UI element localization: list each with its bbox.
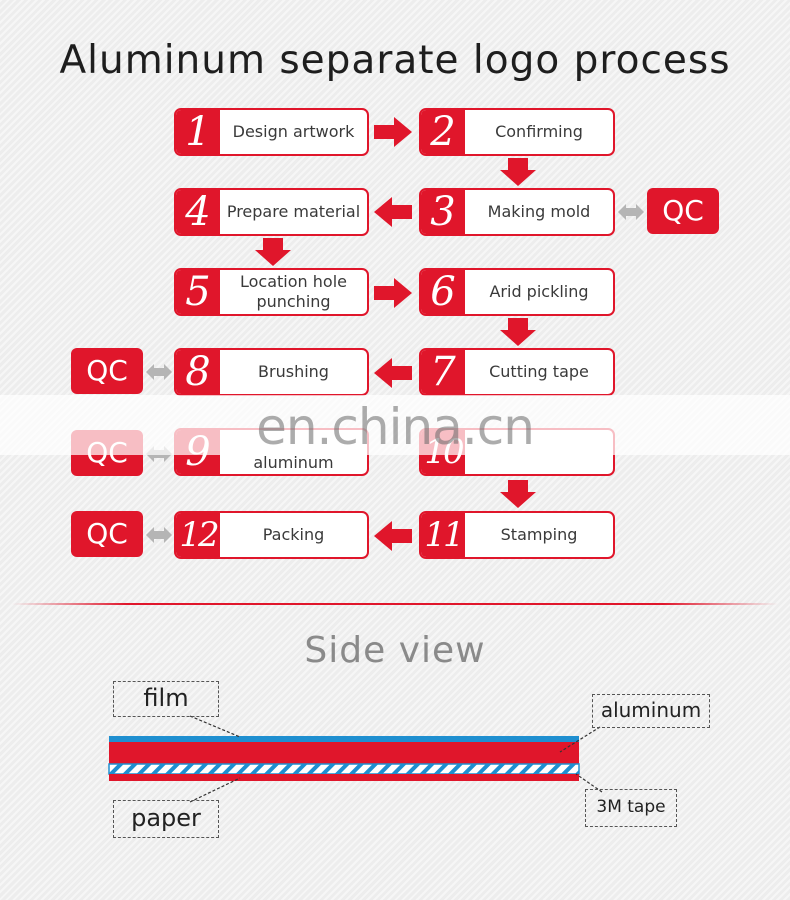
step-label: Brushing <box>258 362 329 381</box>
step-5: 5 Location hole punching <box>174 268 369 316</box>
label-aluminum: aluminum <box>592 694 710 728</box>
aluminum-layer <box>109 742 579 764</box>
step-label: Prepare material <box>226 202 361 221</box>
step-label: Making mold <box>487 202 591 221</box>
step-number: 12 <box>176 513 220 557</box>
step-label: aluminum <box>253 453 334 472</box>
step-label: Cutting tape <box>489 362 589 381</box>
paper-leader <box>189 777 241 803</box>
step-number: 11 <box>421 513 465 557</box>
arrow-left-icon <box>374 358 412 388</box>
step-label: Stamping <box>500 525 578 544</box>
film-layer <box>109 736 579 742</box>
double-arrow-icon <box>618 204 644 220</box>
side-view-title: Side view <box>304 630 486 671</box>
arrow-down-icon <box>500 158 536 186</box>
qc-badge-row4: QC <box>71 348 143 394</box>
step-1: 1 Design artwork <box>174 108 369 156</box>
label-film: film <box>113 681 219 717</box>
step-label: Confirming <box>495 122 583 141</box>
label-3m-tape: 3M tape <box>585 789 677 827</box>
step-3: 3 Making mold <box>419 188 615 236</box>
film-leader <box>189 715 241 738</box>
double-arrow-icon <box>146 527 172 543</box>
watermark-band <box>0 395 790 455</box>
paper-layer <box>109 774 579 781</box>
step-number: 7 <box>421 350 465 394</box>
qc-badge-row6: QC <box>71 511 143 557</box>
arrow-left-icon <box>374 521 412 551</box>
step-label: Design artwork <box>232 122 355 141</box>
page-title: Aluminum separate logo process <box>59 38 731 83</box>
section-divider <box>12 603 778 605</box>
step-8: 8 Brushing <box>174 348 369 396</box>
arrow-down-icon <box>500 480 536 508</box>
watermark: en.china.cn <box>256 398 535 456</box>
tape-layer <box>108 763 580 775</box>
arrow-right-icon <box>374 117 412 147</box>
step-7: 7 Cutting tape <box>419 348 615 396</box>
arrow-left-icon <box>374 197 412 227</box>
label-paper: paper <box>113 800 219 838</box>
arrow-down-icon <box>255 238 291 266</box>
double-arrow-icon <box>146 364 172 380</box>
arrow-right-icon <box>374 278 412 308</box>
step-6: 6 Arid pickling <box>419 268 615 316</box>
step-number: 4 <box>176 190 220 234</box>
step-12: 12 Packing <box>174 511 369 559</box>
step-label: Arid pickling <box>489 282 589 301</box>
step-11: 11 Stamping <box>419 511 615 559</box>
step-2: 2 Confirming <box>419 108 615 156</box>
step-number: 5 <box>176 270 220 314</box>
step-label: Packing <box>262 525 325 544</box>
step-number: 6 <box>421 270 465 314</box>
step-number: 2 <box>421 110 465 154</box>
step-number: 8 <box>176 350 220 394</box>
qc-badge-row2: QC <box>647 188 719 234</box>
step-number: 3 <box>421 190 465 234</box>
step-4: 4 Prepare material <box>174 188 369 236</box>
aluminum-leader <box>559 726 601 753</box>
arrow-down-icon <box>500 318 536 346</box>
step-label: Location hole punching <box>240 272 347 311</box>
step-number: 1 <box>176 110 220 154</box>
